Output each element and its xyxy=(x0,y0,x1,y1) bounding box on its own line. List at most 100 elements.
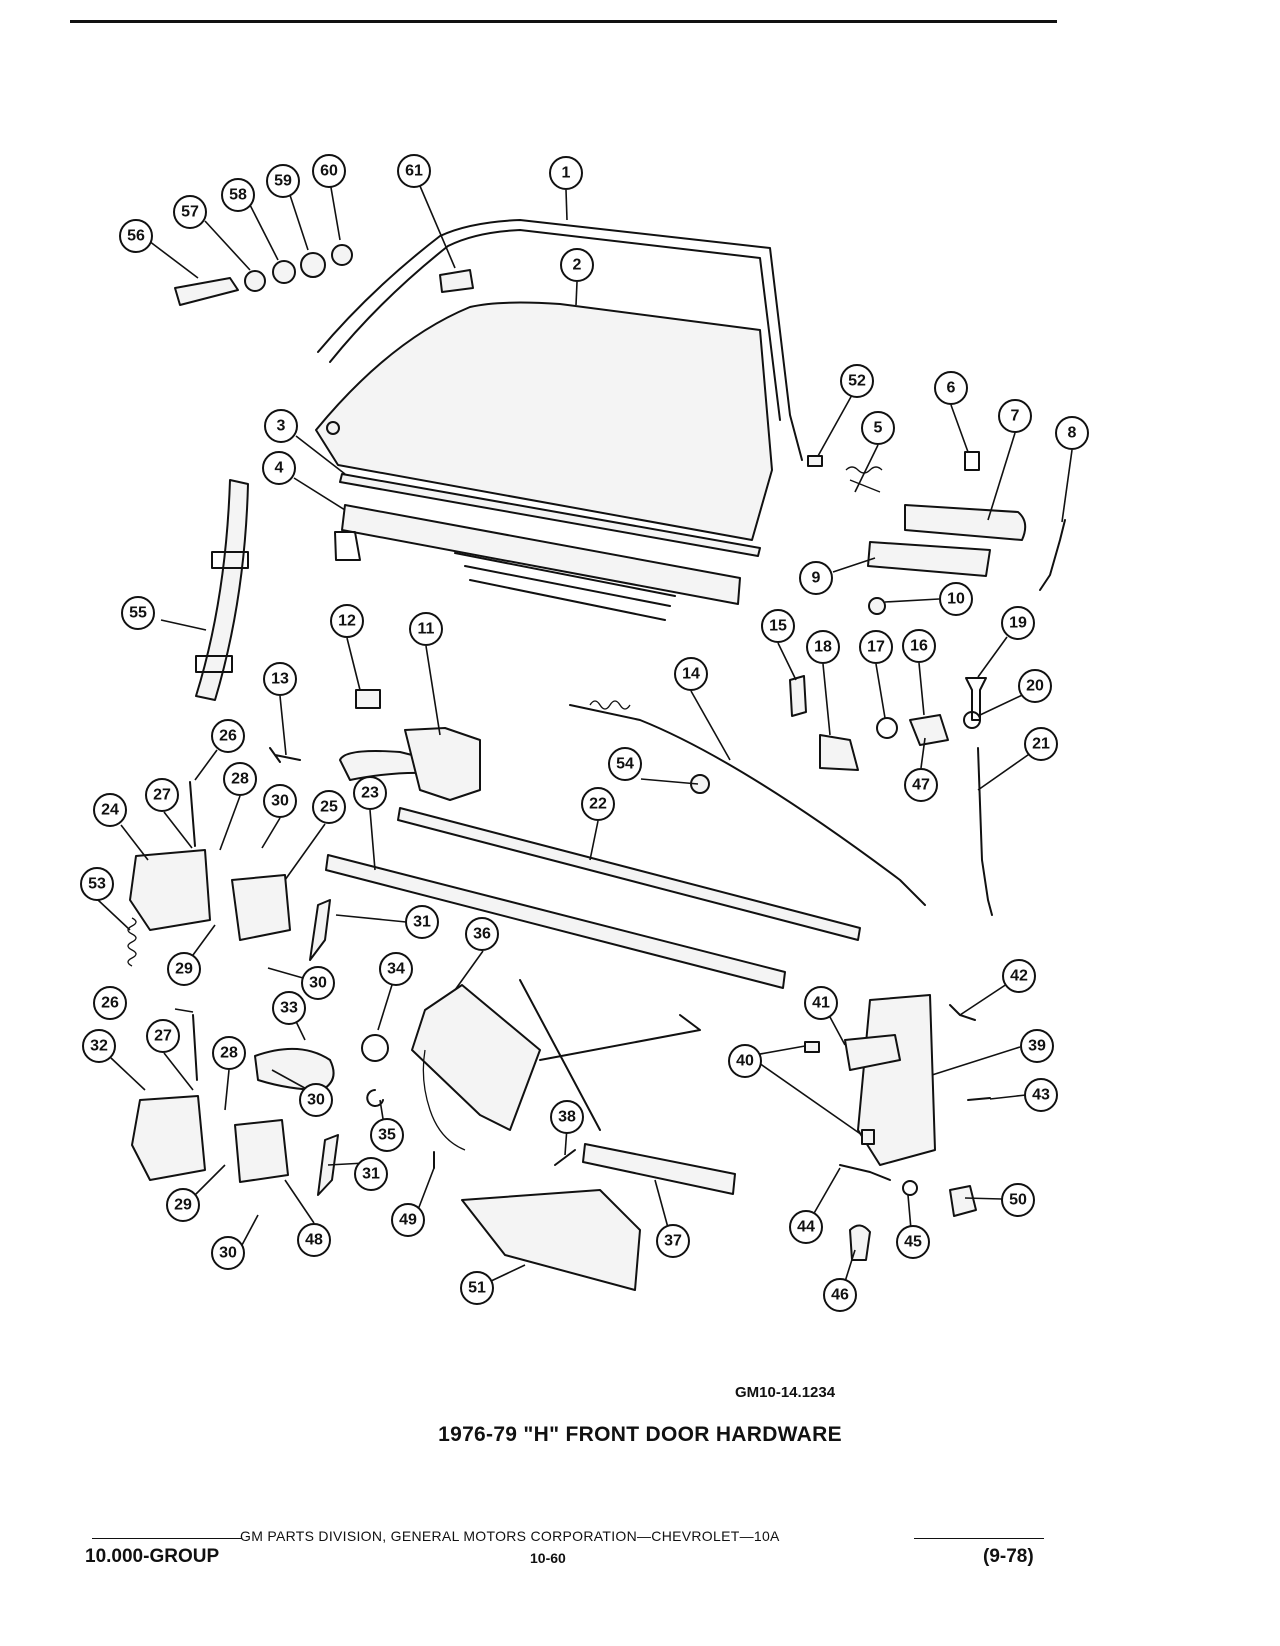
svg-text:19: 19 xyxy=(1009,615,1027,632)
svg-text:43: 43 xyxy=(1032,1087,1050,1104)
part-hinge-pin-upper xyxy=(189,781,196,847)
callout-31: 31 xyxy=(405,905,439,939)
svg-text:20: 20 xyxy=(1026,678,1044,695)
svg-text:57: 57 xyxy=(181,204,199,221)
part-hinge-upper xyxy=(129,849,211,931)
svg-text:29: 29 xyxy=(175,961,193,978)
callout-15: 15 xyxy=(761,609,795,643)
svg-text:30: 30 xyxy=(219,1245,237,1262)
svg-text:52: 52 xyxy=(848,373,866,390)
svg-text:49: 49 xyxy=(399,1212,417,1229)
callout-52: 52 xyxy=(840,364,874,398)
callout-22: 22 xyxy=(581,787,615,821)
svg-text:29: 29 xyxy=(174,1197,192,1214)
callout-4: 4 xyxy=(262,451,296,485)
part-clip-40a xyxy=(804,1041,820,1053)
footer-page-number: 10-60 xyxy=(530,1550,566,1566)
callout-2: 2 xyxy=(560,248,594,282)
part-screw xyxy=(269,747,301,763)
part-lock-lever xyxy=(844,1034,901,1071)
top-rule xyxy=(70,20,1057,23)
svg-text:51: 51 xyxy=(468,1280,486,1297)
callout-56: 56 xyxy=(119,219,153,253)
callout-27: 27 xyxy=(145,778,179,812)
callout-44: 44 xyxy=(789,1210,823,1244)
svg-text:31: 31 xyxy=(362,1166,380,1183)
callout-53: 53 xyxy=(80,867,114,901)
part-hinge-spring xyxy=(127,917,137,967)
part-glass-run-channel xyxy=(317,219,803,461)
part-washer-17 xyxy=(876,717,898,739)
part-bracket-16 xyxy=(909,714,949,746)
callout-28-b: 28 xyxy=(212,1036,246,1070)
callout-24: 24 xyxy=(93,793,127,827)
svg-text:35: 35 xyxy=(378,1127,396,1144)
callout-30-c: 30 xyxy=(299,1083,333,1117)
svg-text:31: 31 xyxy=(413,914,431,931)
callout-33: 33 xyxy=(272,991,306,1025)
svg-text:59: 59 xyxy=(274,173,292,190)
callout-55: 55 xyxy=(121,596,155,630)
svg-text:23: 23 xyxy=(361,785,379,802)
part-run-channel xyxy=(195,479,249,701)
callout-40: 40 xyxy=(728,1044,762,1078)
callout-41: 41 xyxy=(804,986,838,1020)
svg-text:12: 12 xyxy=(338,613,356,630)
svg-text:46: 46 xyxy=(831,1287,849,1304)
svg-text:30: 30 xyxy=(309,975,327,992)
svg-text:44: 44 xyxy=(797,1219,815,1236)
callout-30-d: 30 xyxy=(211,1236,245,1270)
footer-corporation: GM PARTS DIVISION, GENERAL MOTORS CORPOR… xyxy=(240,1528,780,1544)
svg-text:9: 9 xyxy=(812,570,821,587)
callout-31-b: 31 xyxy=(354,1157,388,1191)
svg-text:5: 5 xyxy=(874,420,883,437)
callout-17: 17 xyxy=(859,630,893,664)
svg-text:22: 22 xyxy=(589,796,607,813)
part-stud-56 xyxy=(174,277,239,306)
callout-35: 35 xyxy=(370,1118,404,1152)
svg-text:11: 11 xyxy=(418,621,435,638)
part-clip-15 xyxy=(789,675,807,717)
callout-30: 30 xyxy=(263,784,297,818)
part-clip xyxy=(964,451,980,471)
callout-20: 20 xyxy=(1018,669,1052,703)
callout-50: 50 xyxy=(1001,1183,1035,1217)
callout-49: 49 xyxy=(391,1203,425,1237)
svg-text:37: 37 xyxy=(664,1233,682,1250)
part-hinge-lower xyxy=(131,1095,206,1181)
svg-text:61: 61 xyxy=(405,163,423,180)
part-rod-21 xyxy=(977,747,993,916)
callouts: 1 2 3 4 5 6 7 8 9 10 11 12 13 14 15 16 1… xyxy=(80,154,1089,1312)
svg-text:30: 30 xyxy=(307,1092,325,1109)
callout-58: 58 xyxy=(221,178,255,212)
svg-text:54: 54 xyxy=(616,756,634,773)
footer-rule-left xyxy=(92,1538,242,1539)
part-bracket-31a xyxy=(309,899,331,961)
svg-text:60: 60 xyxy=(320,163,338,180)
svg-text:47: 47 xyxy=(912,777,930,794)
callout-36: 36 xyxy=(465,917,499,951)
part-glass-lower-sash xyxy=(339,473,761,557)
part-washer-58 xyxy=(272,260,296,284)
callout-14: 14 xyxy=(674,657,708,691)
svg-text:55: 55 xyxy=(129,605,147,622)
svg-text:27: 27 xyxy=(154,1028,172,1045)
part-nut xyxy=(868,597,886,615)
footer-rule-row: GM PARTS DIVISION, GENERAL MOTORS CORPOR… xyxy=(92,1528,1044,1548)
svg-text:27: 27 xyxy=(153,787,171,804)
part-hinge-pin-lower xyxy=(192,1014,198,1081)
svg-text:32: 32 xyxy=(90,1038,108,1055)
part-lock-rod xyxy=(569,704,926,906)
part-channel-23 xyxy=(325,854,786,989)
part-escutcheon xyxy=(867,541,991,577)
callout-47: 47 xyxy=(904,768,938,802)
callout-25: 25 xyxy=(312,790,346,824)
svg-text:14: 14 xyxy=(682,666,700,683)
part-door-glass xyxy=(315,301,773,541)
svg-text:26: 26 xyxy=(101,995,119,1012)
svg-text:18: 18 xyxy=(814,639,832,656)
callout-11: 11 xyxy=(409,612,443,646)
part-lock-screw xyxy=(967,1097,991,1101)
part-washer-59 xyxy=(300,252,326,278)
svg-text:28: 28 xyxy=(231,771,249,788)
